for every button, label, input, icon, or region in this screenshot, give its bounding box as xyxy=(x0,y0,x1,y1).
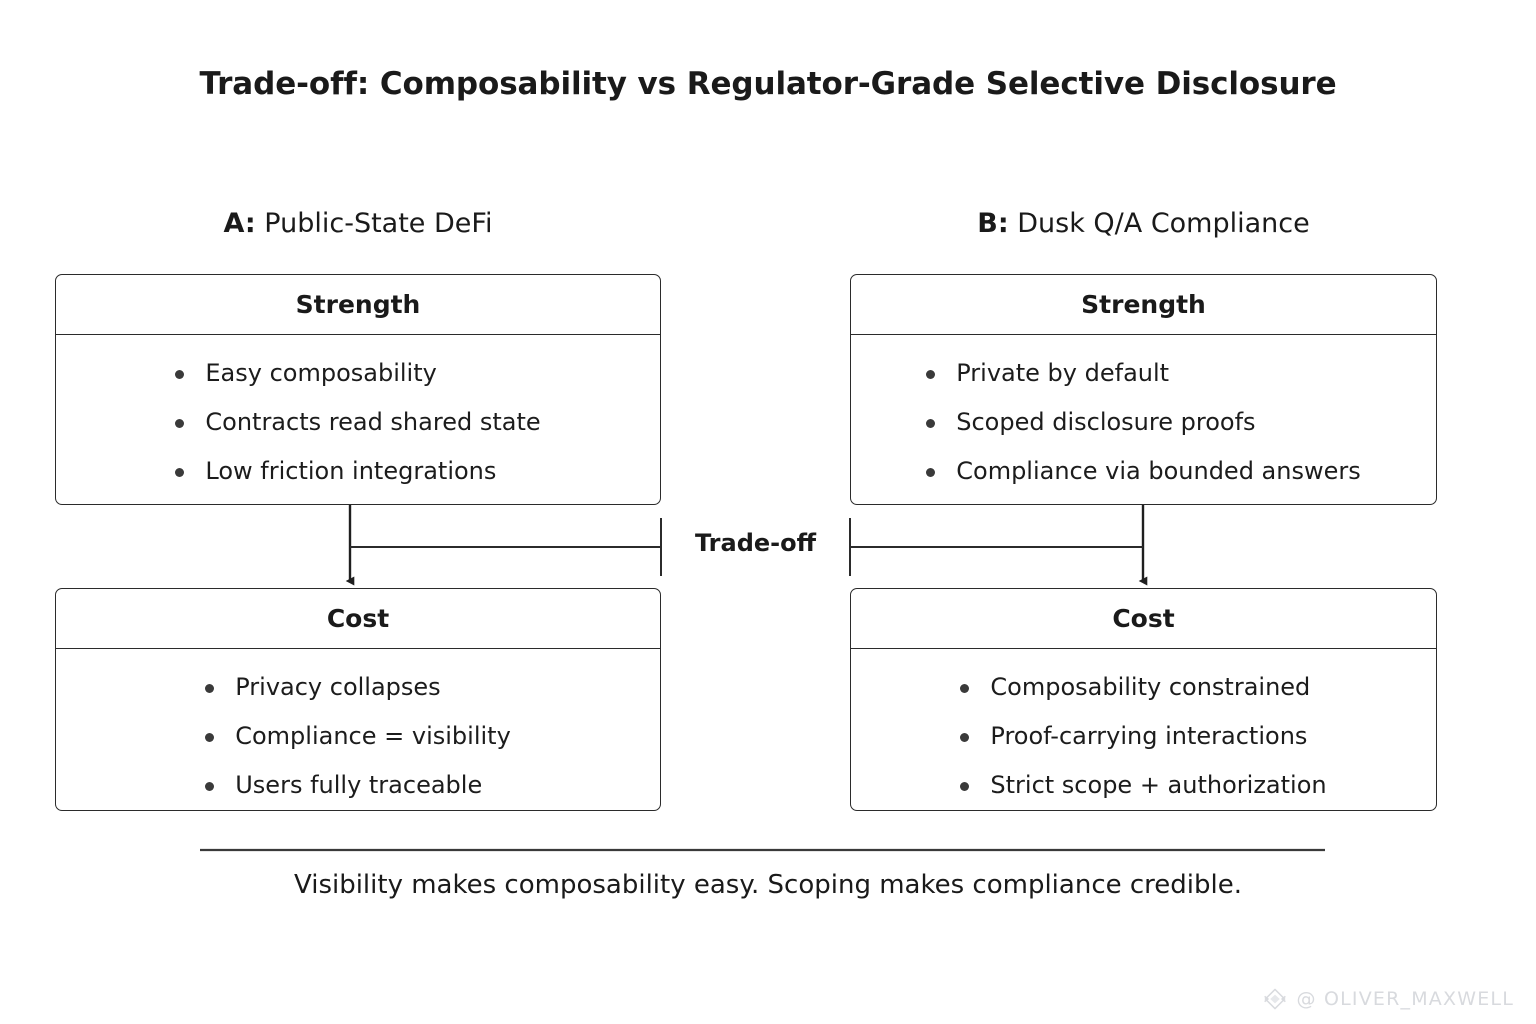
tradeoff-label: Trade-off xyxy=(694,529,817,557)
list-item: Easy composability xyxy=(175,349,540,398)
list-item: Contracts read shared state xyxy=(175,398,541,447)
list-item: Private by default xyxy=(926,349,1361,398)
list-item: Proof-carrying interactions xyxy=(960,712,1326,761)
list-item: Users fully traceable xyxy=(205,761,511,810)
list-item: Compliance via bounded answers xyxy=(926,447,1361,496)
watermark-handle: @ OLIVER_MAXWELL xyxy=(1296,988,1514,1010)
list-item: Compliance = visibility xyxy=(205,712,511,761)
list-item: Privacy collapses xyxy=(205,663,511,712)
diamond-gem-logo-icon xyxy=(1263,988,1286,1010)
card-a-strength-header: Strength xyxy=(56,275,660,335)
watermark: @ OLIVER_MAXWELL xyxy=(1262,986,1514,1012)
column-heading-a: A: Public-State DeFi xyxy=(55,208,661,239)
list-item: Scoped disclosure proofs xyxy=(926,398,1361,447)
card-b-strength-header: Strength xyxy=(851,275,1436,335)
card-a-cost-header: Cost xyxy=(56,589,660,649)
column-b-name: Dusk Q/A Compliance xyxy=(1008,208,1310,239)
column-a-tag: A: xyxy=(223,208,256,239)
list-item: Strict scope + authorization xyxy=(960,761,1327,810)
list-item: Composability constrained xyxy=(960,663,1326,712)
footer-caption: Visibility makes composability easy. Sco… xyxy=(294,870,1242,900)
column-a-name: Public-State DeFi xyxy=(255,208,493,239)
column-heading-b: B: Dusk Q/A Compliance xyxy=(850,208,1437,239)
column-b-tag: B: xyxy=(977,208,1009,239)
card-b-cost-header: Cost xyxy=(851,589,1436,649)
list-item: Low friction integrations xyxy=(175,447,540,496)
page-title: Trade-off: Composability vs Regulator-Gr… xyxy=(199,66,1337,102)
